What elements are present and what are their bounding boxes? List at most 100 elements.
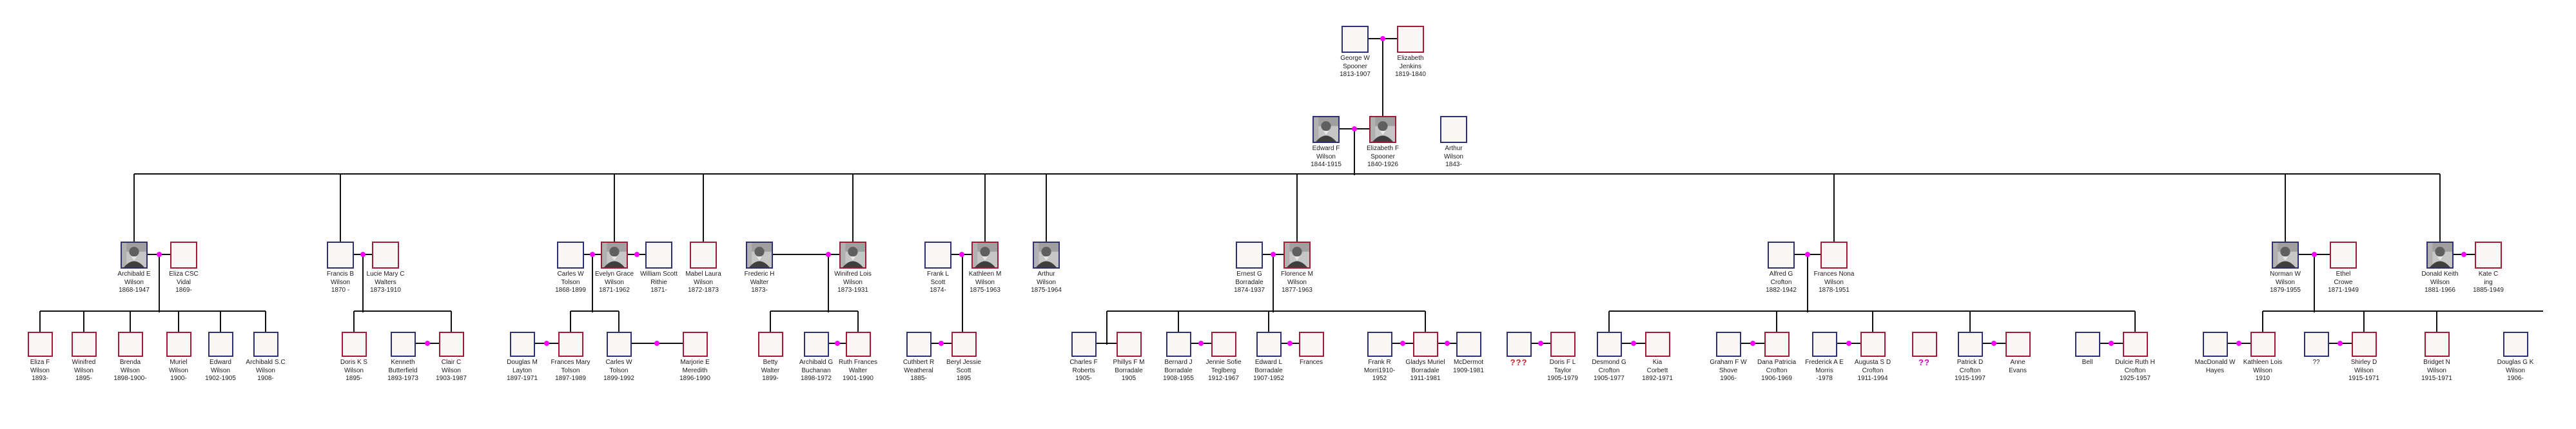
person-box-florence-m-photo[interactable] [1283, 242, 1311, 269]
family-connector-vertical [1268, 311, 1269, 333]
person-box-elizabeth-f-photo[interactable] [1369, 116, 1396, 143]
person-box-gladys-muriel[interactable] [1412, 332, 1438, 357]
person-box-kia[interactable] [1644, 332, 1670, 357]
marriage-dot [939, 341, 944, 346]
family-connector-vertical [265, 311, 266, 333]
person-box-brenda[interactable] [117, 332, 143, 357]
person-box-unknown[interactable] [1506, 332, 1532, 357]
person-box-alfred-g[interactable] [1768, 242, 1795, 269]
person-box-charles-f[interactable] [1071, 332, 1097, 357]
person-box-macdonald-w[interactable] [2202, 332, 2228, 357]
person-box-kate-c[interactable] [2475, 242, 2502, 269]
family-connector-horizontal [354, 310, 451, 312]
person-box-edward[interactable] [208, 332, 233, 357]
person-box-augusta-s-d[interactable] [1860, 332, 1886, 357]
person-box-winifred[interactable] [71, 332, 97, 357]
family-connector-horizontal [1096, 343, 1117, 344]
family-connector-vertical [592, 254, 593, 312]
person-box-winifred-lois-photo[interactable] [839, 242, 866, 269]
person-box-anne[interactable] [2005, 332, 2031, 357]
person-box-betty[interactable] [757, 332, 783, 357]
person-box-jennie-sofie[interactable] [1211, 332, 1236, 357]
person-box-shirley-d[interactable] [2351, 332, 2377, 357]
person-box-frank-l[interactable] [924, 242, 951, 269]
person-box-ethel[interactable] [2330, 242, 2357, 269]
person-box-mabel-laura[interactable] [690, 242, 717, 269]
person-box-arthur[interactable] [1440, 116, 1467, 143]
person-box-douglas-g-k[interactable] [2503, 332, 2528, 357]
person-box-frances[interactable] [1298, 332, 1324, 357]
person-box-unknown[interactable] [1911, 332, 1937, 357]
person-box-francis-b[interactable] [327, 242, 354, 269]
person-box-marjorie-e[interactable] [682, 332, 708, 357]
person-box-kathleen-m-photo[interactable] [971, 242, 999, 269]
person-box-george-w[interactable] [1342, 26, 1369, 53]
person-box-bridget-n[interactable] [2424, 332, 2450, 357]
person-box-ernest-g[interactable] [1236, 242, 1263, 269]
person-box-archibald-e-photo[interactable] [121, 242, 148, 269]
person-box-douglas-m[interactable] [509, 332, 535, 357]
person-box-graham-f-w[interactable] [1715, 332, 1741, 357]
marriage-dot [1538, 341, 1543, 346]
person-box-frederic-h-photo[interactable] [746, 242, 773, 269]
person-box-arthur-photo[interactable] [1033, 242, 1060, 269]
person-box-edward-f-photo[interactable] [1312, 116, 1340, 143]
person-box-mcdermot[interactable] [1456, 332, 1481, 357]
family-connector-vertical [1382, 39, 1383, 117]
person-label-unknown: ?? [1918, 358, 1930, 367]
person-box-kenneth[interactable] [390, 332, 416, 357]
person-box-clair-c[interactable] [438, 332, 464, 357]
person-box-frances-nona[interactable] [1820, 242, 1848, 269]
marriage-dot [1750, 341, 1755, 346]
person-box-donald-keith-photo[interactable] [2426, 242, 2454, 269]
person-box-patrick-d[interactable] [1957, 332, 1983, 357]
person-box-ruth-frances[interactable] [845, 332, 871, 357]
person-box-edward-l[interactable] [1256, 332, 1282, 357]
family-connector-vertical [1296, 174, 1298, 243]
person-box-elizabeth[interactable] [1397, 26, 1424, 53]
person-box-archibald-s-c[interactable] [253, 332, 278, 357]
person-box-frederick-a-e[interactable] [1811, 332, 1837, 357]
person-box-doris-f-l[interactable] [1550, 332, 1576, 357]
person-box-eliza-csc[interactable] [170, 242, 197, 269]
person-box-unknown[interactable] [2303, 332, 2329, 357]
person-box-bernard-j[interactable] [1166, 332, 1191, 357]
person-box-desmond-g[interactable] [1596, 332, 1622, 357]
person-box-kathleen-lois[interactable] [2250, 332, 2276, 357]
person-box-muriel[interactable] [166, 332, 191, 357]
marriage-dot [1846, 341, 1851, 346]
person-box-phillys-f-m[interactable] [1116, 332, 1142, 357]
person-box-william-scott[interactable] [645, 242, 672, 269]
person-box-doris-k-s[interactable] [341, 332, 367, 357]
marriage-dot [544, 341, 549, 346]
person-box-bell[interactable] [2074, 332, 2100, 357]
person-box-frank-r[interactable] [1367, 332, 1392, 357]
family-connector-vertical [220, 311, 221, 333]
person-box-beryl-jessie[interactable] [951, 332, 977, 357]
person-box-norman-w-photo[interactable] [2272, 242, 2299, 269]
family-connector-vertical [1608, 311, 1610, 333]
person-box-dulcie-ruth-h[interactable] [2122, 332, 2148, 357]
person-box-eliza-f[interactable] [27, 332, 53, 357]
person-box-lucie-mary-c[interactable] [372, 242, 399, 269]
person-box-archibald-g[interactable] [803, 332, 829, 357]
person-box-frances-mary[interactable] [558, 332, 583, 357]
person-box-carles-w[interactable] [606, 332, 632, 357]
person-box-evelyn-grace-photo[interactable] [601, 242, 628, 269]
person-box-carles-w[interactable] [557, 242, 584, 269]
person-box-dana-patricia[interactable] [1764, 332, 1790, 357]
family-connector-vertical [2134, 311, 2136, 333]
person-box-cuthbert-r[interactable] [906, 332, 932, 357]
